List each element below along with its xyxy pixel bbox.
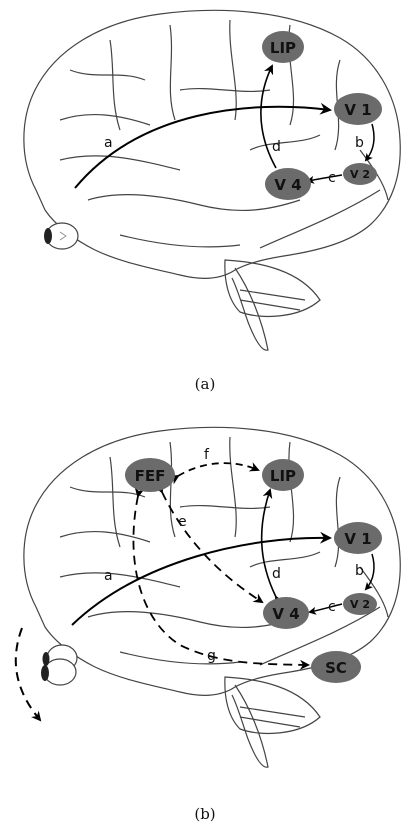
arrow-c (308, 175, 342, 181)
node-label-lip: LIP (270, 39, 296, 57)
eye-movement-arrow (16, 628, 40, 720)
arrow-label-c: c (328, 599, 336, 615)
arrow-label-d: d (272, 139, 281, 155)
node-label-v1: V 1 (344, 101, 371, 119)
arrow-b (366, 124, 374, 160)
arrow-g (133, 496, 308, 665)
panel-label-a: (a) (195, 375, 216, 393)
eye-icon (41, 645, 77, 685)
panel-b: a b c d e f g FEF LIP V 1 V 2 V 4 SC (b) (16, 427, 400, 823)
arrow-label-b: b (355, 563, 364, 579)
arrow-label-g: g (207, 648, 216, 664)
node-label-v4: V 4 (272, 605, 299, 623)
node-label-sc: SC (325, 659, 347, 677)
brain-outline (24, 10, 400, 350)
arrow-label-b: b (355, 135, 364, 151)
node-label-v4: V 4 (274, 176, 301, 194)
arrow-label-d: d (272, 566, 281, 582)
brain-outline (24, 427, 400, 767)
arrow-c (310, 604, 342, 612)
arrow-label-f: f (204, 447, 210, 463)
node-label-fef: FEF (135, 467, 166, 485)
arrow-label-a: a (104, 568, 113, 584)
arrow-b (366, 554, 374, 589)
panel-label-b: (b) (194, 805, 215, 823)
arrow-f (178, 463, 258, 476)
eye-icon (44, 223, 78, 249)
node-label-v2: V 2 (350, 598, 370, 611)
arrow-label-a: a (104, 135, 113, 151)
arrow-label-c: c (328, 170, 336, 186)
node-label-v2: V 2 (350, 168, 370, 181)
arrow-label-e: e (178, 514, 187, 530)
node-label-lip: LIP (270, 467, 296, 485)
panel-a: a b c d LIP V 1 V 2 V 4 (a) (24, 10, 400, 393)
node-label-v1: V 1 (344, 530, 371, 548)
